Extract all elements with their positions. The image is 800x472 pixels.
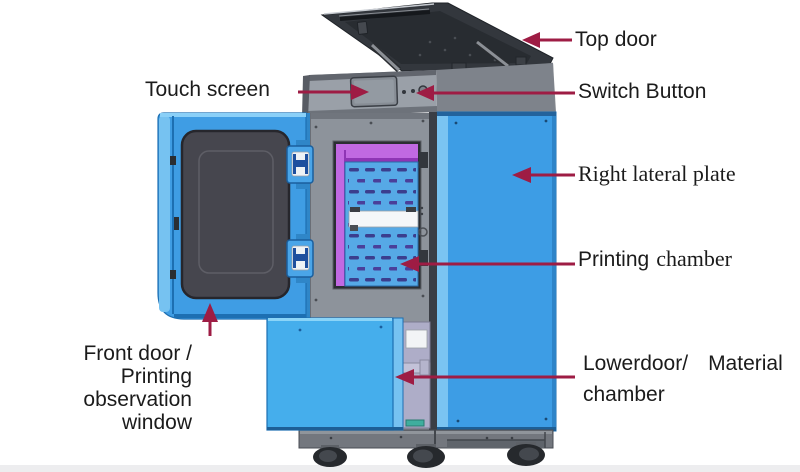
lid-handle-groove bbox=[339, 10, 431, 21]
window-latch bbox=[419, 250, 428, 266]
lower-door-part bbox=[266, 317, 404, 431]
indicator-dot bbox=[411, 89, 415, 93]
door-hinge bbox=[286, 140, 314, 189]
label-front-door-line3: observation window bbox=[83, 388, 192, 434]
panel-seam bbox=[429, 112, 437, 432]
label-switch-button: Switch Button bbox=[578, 80, 707, 103]
label-printing-chamber-word2: chamber bbox=[656, 246, 732, 271]
label-lower-door-part2: Material bbox=[708, 352, 783, 375]
front-door-part bbox=[157, 112, 314, 320]
indicator-dot bbox=[402, 90, 406, 94]
label-lower-door: Lowerdoor/ Material chamber bbox=[583, 352, 783, 407]
top-door-part bbox=[320, 2, 554, 74]
recoater-bar bbox=[348, 210, 419, 228]
right-lateral-plate-part bbox=[436, 111, 557, 432]
base-part bbox=[298, 429, 554, 468]
label-printing-chamber-word1: Printing bbox=[578, 248, 650, 271]
label-top-door: Top door bbox=[575, 28, 657, 51]
caster-wheel bbox=[407, 444, 445, 468]
chamber-purple-band bbox=[336, 144, 418, 162]
door-hinge bbox=[286, 234, 314, 283]
label-lower-door-line2: chamber bbox=[583, 383, 665, 406]
arrow-right-lateral-plate bbox=[512, 167, 575, 183]
door-handle-detail bbox=[174, 217, 179, 230]
window-latch bbox=[419, 152, 428, 168]
arrow-touch-screen bbox=[298, 84, 369, 100]
arrow-switch-button bbox=[416, 85, 575, 101]
label-lower-door-part1: Lowerdoor/ bbox=[583, 352, 689, 375]
label-right-lateral-plate: Right lateral plate bbox=[578, 161, 736, 186]
arrow-front-door bbox=[202, 303, 218, 336]
caster-wheel bbox=[313, 445, 347, 467]
image-bottom-band bbox=[0, 465, 800, 472]
lid-edge-highlight bbox=[323, 3, 435, 15]
lid-latch bbox=[356, 21, 369, 35]
label-front-door-line2: Printing bbox=[120, 365, 192, 388]
caster-wheel bbox=[507, 442, 545, 466]
label-printing-chamber: Printing chamber bbox=[578, 247, 732, 272]
control-head bbox=[302, 63, 555, 118]
label-touch-screen: Touch screen bbox=[145, 78, 270, 101]
label-front-door-line1: Front door / bbox=[83, 342, 192, 365]
label-front-door: Front door / Printing observation window bbox=[8, 342, 192, 434]
arrow-lower-door bbox=[395, 369, 575, 385]
arrow-printing-chamber bbox=[400, 256, 575, 272]
observation-window bbox=[180, 129, 291, 300]
printing-chamber-part bbox=[332, 140, 428, 290]
arrow-top-door bbox=[522, 32, 572, 48]
